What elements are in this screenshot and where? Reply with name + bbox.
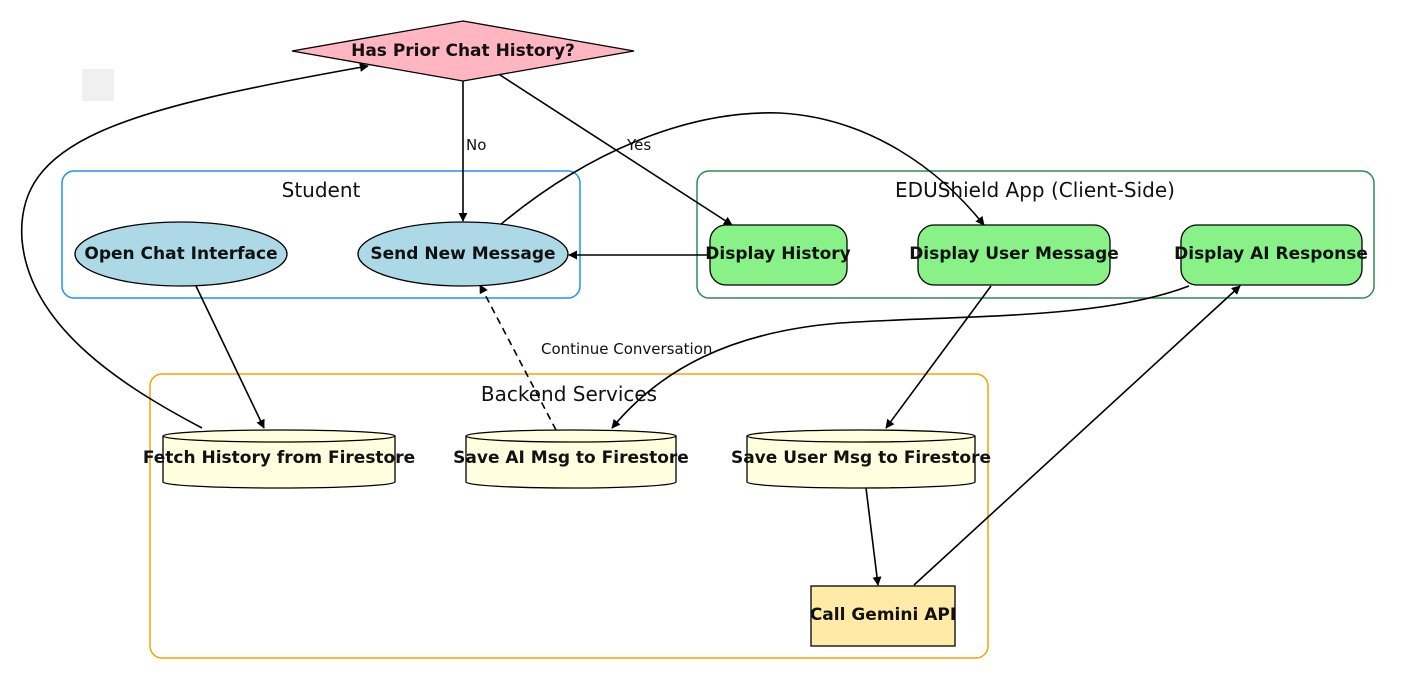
display-history-label: Display History (705, 244, 850, 264)
decision-diamond-shape (291, 20, 635, 82)
fetch-history-cylinder-rim (162, 435, 396, 443)
save-user-msg-cylinder-rim (746, 435, 976, 443)
open-chat-shape (74, 221, 288, 287)
node-save-ai-msg: Save AI Msg to Firestore (453, 429, 689, 489)
edge-continue-conversation (479, 284, 557, 431)
save-user-msg-label: Save User Msg to Firestore (731, 448, 991, 468)
node-send-message: Send New Message (357, 221, 569, 287)
display-user-message-shape (917, 224, 1111, 286)
node-display-user-message: Display User Message (909, 224, 1119, 286)
save-ai-msg-label: Save AI Msg to Firestore (453, 448, 689, 468)
edge-label-yes: Yes (626, 136, 651, 154)
edge-open-to-fetch (195, 285, 265, 429)
display-ai-response-shape (1180, 224, 1363, 286)
edge-gemini-to-ai-response (913, 285, 1241, 586)
edge-label-no: No (466, 136, 486, 154)
send-message-label: Send New Message (370, 244, 555, 264)
display-ai-response-label: Display AI Response (1174, 244, 1368, 264)
display-user-message-label: Display User Message (909, 244, 1119, 264)
fetch-history-label: Fetch History from Firestore (143, 448, 415, 468)
edge-display-user-to-save-user (885, 285, 992, 429)
cluster-backend-box (149, 373, 989, 659)
edge-send-to-display-user (499, 112, 985, 226)
display-history-shape (709, 224, 848, 286)
call-gemini-shape (810, 585, 956, 647)
cluster-student-box (61, 170, 581, 299)
edge-fetch-to-decision (20, 62, 369, 429)
node-fetch-history: Fetch History from Firestore (143, 429, 415, 489)
node-save-user-msg: Save User Msg to Firestore (731, 429, 991, 489)
node-display-ai-response: Display AI Response (1174, 224, 1368, 286)
node-open-chat: Open Chat Interface (74, 221, 288, 287)
node-call-gemini: Call Gemini API (810, 585, 956, 647)
decision-label: Has Prior Chat History? (351, 41, 575, 61)
cluster-client-title: EDUShield App (Client-Side) (895, 178, 1175, 202)
save-ai-msg-cylinder-body (465, 429, 677, 489)
edge-ai-response-to-save-ai (611, 285, 1190, 429)
edge-save-user-to-gemini (865, 487, 882, 586)
open-chat-label: Open Chat Interface (84, 244, 277, 264)
save-ai-msg-cylinder-rim (465, 435, 677, 443)
node-display-history: Display History (705, 224, 851, 286)
node-decision: Has Prior Chat History? (291, 20, 635, 82)
send-message-shape (357, 221, 569, 287)
cluster-student-title: Student (282, 178, 361, 202)
placeholder-square (82, 69, 114, 101)
cluster-client: EDUShield App (Client-Side) (696, 170, 1375, 299)
cluster-client-box (696, 170, 1375, 299)
call-gemini-label: Call Gemini API (810, 605, 956, 625)
save-user-msg-cylinder-body (746, 429, 976, 489)
cluster-backend-title: Backend Services (481, 382, 657, 406)
cluster-student: Student (61, 170, 581, 299)
cluster-backend: Backend Services (149, 373, 989, 659)
fetch-history-cylinder-body (162, 429, 396, 489)
edge-label-continue: Continue Conversation (541, 340, 712, 358)
